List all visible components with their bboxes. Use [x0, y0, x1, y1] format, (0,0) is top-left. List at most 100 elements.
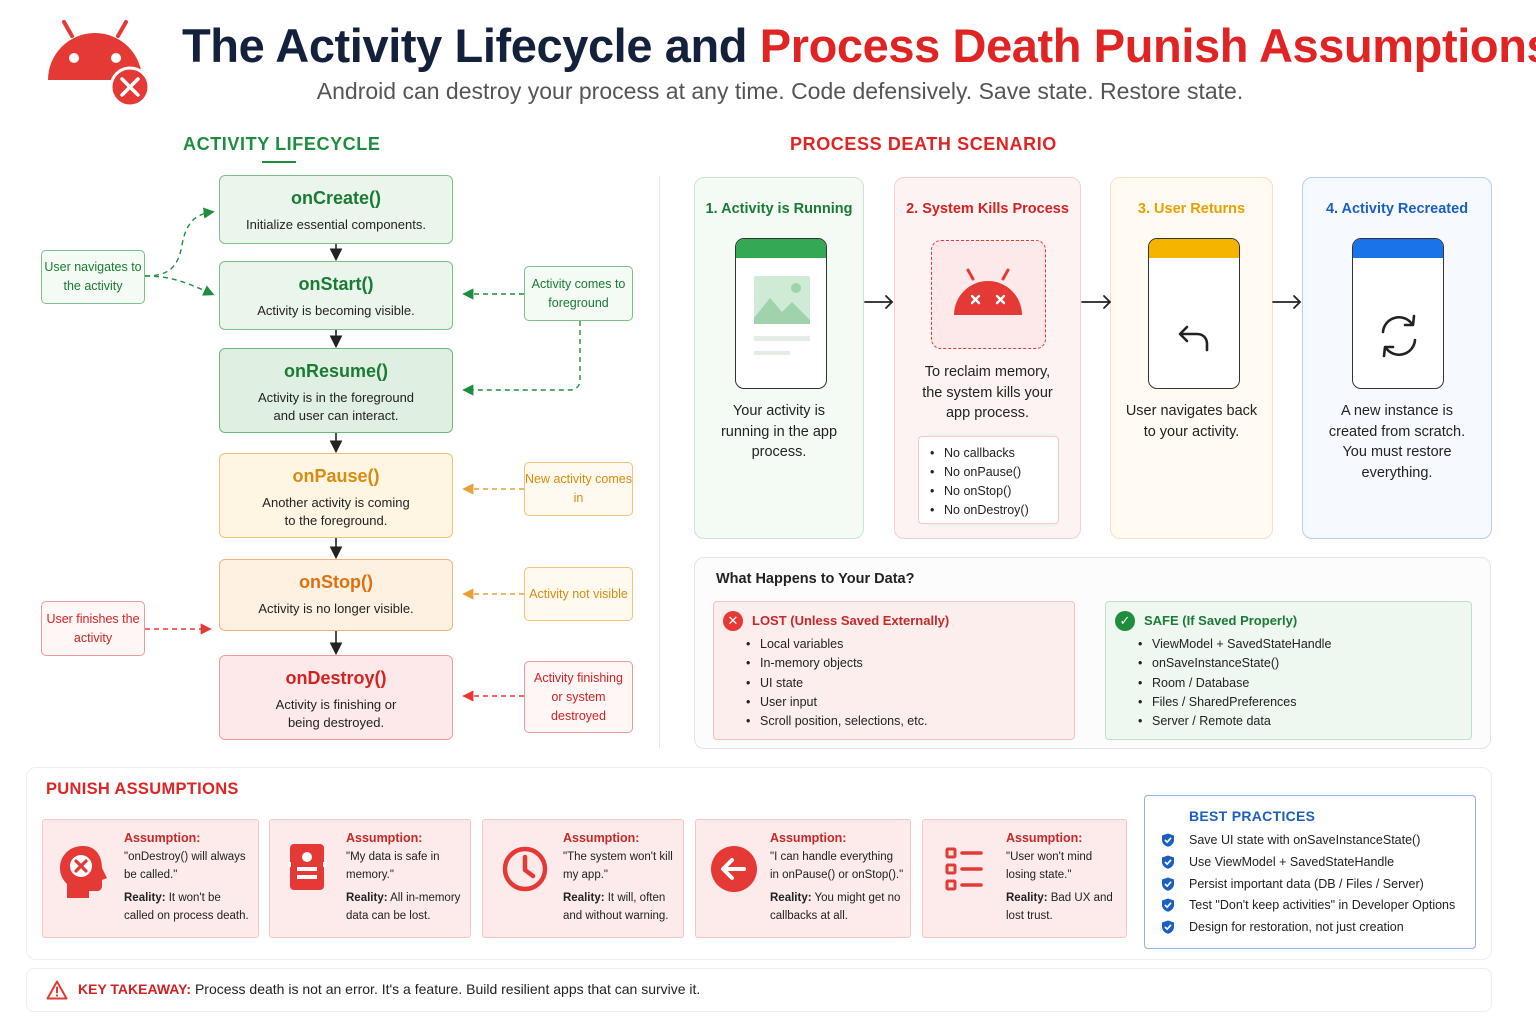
lifecycle-title-underline — [262, 161, 296, 163]
safe-item: onSaveInstanceState() — [1138, 654, 1331, 674]
lifecycle-onresume: onResume() Activity is in the foreground… — [219, 348, 453, 433]
pd-card-title: 2. System Kills Process — [906, 201, 1069, 217]
assumption-label: Assumption: — [346, 831, 423, 845]
no-callbacks-list: •No callbacks •No onPause() •No onStop()… — [918, 436, 1059, 524]
reality-text: Reality: Bad UX and lost trust. — [1006, 892, 1113, 922]
lost-x-icon: ✕ — [723, 611, 743, 631]
reality-text: Reality: All in-memory data can be lost. — [346, 892, 461, 922]
safe-check-icon: ✓ — [1115, 611, 1135, 631]
assumption-card: Assumption: "I can handle everything in … — [695, 819, 911, 938]
safe-title: SAFE (If Saved Properly) — [1144, 613, 1298, 628]
lifecycle-step-desc: Activity is in the foreground and user c… — [257, 390, 415, 423]
lifecycle-onstart: onStart() Activity is becoming visible. — [219, 261, 453, 330]
lost-data-box: ✕ LOST (Unless Saved Externally) Local v… — [713, 601, 1075, 740]
safe-item: ViewModel + SavedStateHandle — [1138, 635, 1331, 655]
back-arrow-icon — [710, 845, 758, 898]
title-highlight: Process Death Punish Assumptions — [759, 19, 1536, 72]
assumption-text: "My data is safe in memory." — [346, 851, 440, 881]
lifecycle-step-desc: Activity is becoming visible. — [257, 303, 415, 318]
lifecycle-step-desc: Activity is finishing or being destroyed… — [275, 697, 397, 730]
best-practices-box: BEST PRACTICES Save UI state with onSave… — [1144, 795, 1476, 949]
label-new-activity: New activity comes in — [524, 462, 633, 516]
assumption-card: Assumption: "My data is safe in memory."… — [269, 819, 471, 938]
shield-check-icon — [1162, 877, 1174, 891]
key-takeaway-bar: KEY TAKEAWAY: Process death is not an er… — [26, 968, 1492, 1012]
lifecycle-onstop: onStop() Activity is no longer visible. — [219, 559, 453, 631]
label-user-finishes: User finishes the activity — [41, 601, 145, 656]
pd-card-title: 3. User Returns — [1137, 201, 1246, 217]
best-practice-item: Persist important data (DB / Files / Ser… — [1161, 877, 1424, 891]
process-death-section-title: PROCESS DEATH SCENARIO — [790, 134, 1057, 154]
lifecycle-onpause: onPause() Another activity is coming to … — [219, 453, 453, 538]
pd-card-text: Your activity is running in the app proc… — [720, 403, 838, 460]
no-callbacks-item: •No onPause() — [930, 465, 1022, 479]
reality-text: Reality: It won't be called on process d… — [124, 892, 249, 922]
memory-icon — [288, 842, 326, 897]
pd-card-text: User navigates back to your activity. — [1125, 403, 1258, 440]
dead-android-icon — [954, 268, 1022, 315]
android-error-logo — [44, 18, 152, 108]
data-fate-panel: What Happens to Your Data? ✕ LOST (Unles… — [694, 557, 1491, 749]
assumption-card: Assumption: "onDestroy() will always be … — [42, 819, 259, 938]
pd-card-title: 1. Activity is Running — [705, 201, 853, 217]
lost-item: UI state — [746, 674, 927, 694]
lifecycle-arrows — [144, 207, 581, 702]
lost-item: User input — [746, 693, 927, 713]
lifecycle-step-name: onStop() — [299, 572, 373, 592]
warning-icon — [46, 980, 68, 1000]
lifecycle-step-desc: Initialize essential components. — [246, 217, 426, 232]
lost-item: In-memory objects — [746, 654, 927, 674]
no-callbacks-item: •No onStop() — [930, 484, 1012, 498]
lifecycle-step-desc: Activity is no longer visible. — [258, 601, 414, 616]
lifecycle-section-title: ACTIVITY LIFECYCLE — [183, 134, 381, 154]
label-comes-foreground: Activity comes to foreground — [524, 266, 633, 321]
label-user-navigates: User navigates to the activity — [41, 250, 145, 304]
lifecycle-step-desc: Another activity is coming to the foregr… — [262, 495, 410, 528]
pd-card-running: 1. Activity is Running Your activity is … — [694, 177, 864, 539]
assumption-text: "I can handle everything in onPause() or… — [770, 851, 904, 881]
safe-item: Files / SharedPreferences — [1138, 693, 1331, 713]
pd-card-user-returns: 3. User Returns User navigates back to y… — [1110, 177, 1273, 539]
killed-process-box — [931, 240, 1046, 349]
takeaway-text: KEY TAKEAWAY: Process death is not an er… — [78, 981, 701, 997]
clock-icon — [501, 845, 549, 898]
best-practice-item: Design for restoration, not just creatio… — [1161, 920, 1404, 934]
phone-running-icon — [735, 238, 827, 389]
page-title: The Activity Lifecycle and Process Death… — [182, 18, 1536, 73]
pd-card-killed: 2. System Kills Process To reclaim memor… — [894, 177, 1081, 539]
phone-return-icon — [1148, 238, 1240, 389]
pd-flow-arrows — [864, 295, 1301, 309]
reality-text: Reality: You might get no callbacks at a… — [770, 892, 901, 922]
best-practice-item: Test "Don't keep activities" in Develope… — [1161, 898, 1455, 912]
head-x-icon — [57, 844, 109, 905]
pd-card-title: 4. Activity Recreated — [1325, 201, 1469, 217]
label-activity-finishing: Activity finishing or system destroyed — [524, 661, 633, 733]
no-callbacks-item: •No onDestroy() — [930, 503, 1029, 517]
lifecycle-oncreate: onCreate() Initialize essential componen… — [219, 175, 453, 244]
pd-card-text: A new instance is created from scratch. … — [1328, 403, 1466, 481]
best-practice-item: Save UI state with onSaveInstanceState() — [1161, 833, 1420, 847]
assumption-card: Assumption: "The system won't kill my ap… — [482, 819, 684, 938]
best-practices-title: BEST PRACTICES — [1189, 808, 1316, 824]
lifecycle-ondestroy: onDestroy() Activity is finishing or bei… — [219, 655, 453, 740]
assumption-text: "User won't mind losing state." — [1006, 851, 1093, 881]
label-not-visible: Activity not visible — [524, 567, 633, 621]
assumption-label: Assumption: — [1006, 831, 1083, 845]
shield-check-icon — [1162, 855, 1174, 869]
assumption-text: "onDestroy() will always be called." — [124, 851, 246, 881]
safe-item: Room / Database — [1138, 674, 1331, 694]
lost-title: LOST (Unless Saved Externally) — [752, 613, 950, 628]
lifecycle-step-name: onStart() — [298, 274, 374, 294]
assumption-label: Assumption: — [124, 831, 201, 845]
lifecycle-step-name: onCreate() — [290, 188, 381, 208]
assumption-label: Assumption: — [770, 831, 847, 845]
lifecycle-step-name: onDestroy() — [285, 668, 387, 688]
best-practice-item: Use ViewModel + SavedStateHandle — [1161, 855, 1394, 869]
assumption-text: "The system won't kill my app." — [563, 851, 673, 881]
page-subtitle: Android can destroy your process at any … — [316, 78, 1244, 104]
assumption-label: Assumption: — [563, 831, 640, 845]
safe-item: Server / Remote data — [1138, 712, 1331, 732]
section-divider — [659, 176, 660, 748]
shield-check-icon — [1162, 898, 1174, 912]
shield-check-icon — [1162, 920, 1174, 934]
